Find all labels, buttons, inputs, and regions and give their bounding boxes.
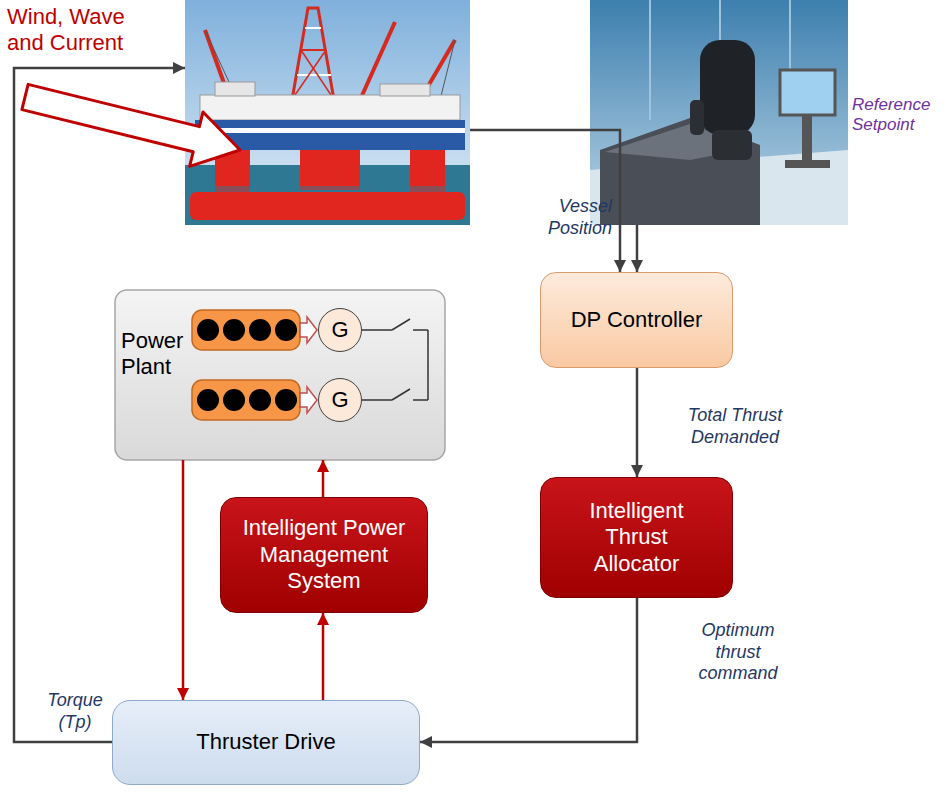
connector-arrow — [182, 460, 185, 700]
connector-arrow — [636, 368, 639, 477]
console-node: Reference Setpoint — [590, 0, 848, 225]
rig-illustration-part — [440, 40, 455, 100]
wind-force-arrow-part — [22, 84, 240, 166]
rig-illustration-part — [301, 50, 331, 95]
rig-illustration — [185, 0, 470, 225]
outside-label: Wind, Wave and Current — [7, 4, 147, 57]
diesel-engine-part — [192, 310, 300, 350]
generator-circle: G — [318, 308, 362, 352]
rig-illustration-part — [295, 50, 326, 95]
shaft-arrow-part — [300, 317, 317, 343]
breaker-switch-part — [362, 399, 392, 401]
connector-arrow — [322, 613, 325, 700]
process-box: Intelligent Thrust Allocator — [540, 477, 733, 598]
breaker-switch — [362, 319, 428, 400]
diesel-engine-part — [275, 389, 297, 411]
rig-illustration-part — [200, 95, 460, 120]
console-illustration-part — [785, 160, 830, 168]
process-box: DP Controller — [540, 272, 733, 368]
signal-label: Torque (Tp) — [40, 690, 110, 733]
signal-label: Total Thrust Demanded — [675, 405, 795, 448]
rig-illustration-part — [185, 0, 470, 225]
console-illustration-part — [802, 115, 812, 165]
breaker-switch-part — [413, 399, 428, 401]
diesel-engine-part — [275, 319, 297, 341]
connector-arrow — [420, 598, 637, 742]
connector-arrow — [322, 460, 325, 497]
diesel-engine-part — [249, 389, 271, 411]
diesel-engine-part — [197, 319, 219, 341]
outside-label: Reference Setpoint — [852, 95, 940, 136]
node-text: Intelligent Power Management System — [228, 515, 420, 594]
diesel-engine-part — [197, 389, 219, 411]
diesel-engine-part — [249, 319, 271, 341]
breaker-switch-part — [362, 329, 392, 331]
rig-illustration-part — [380, 84, 430, 96]
outside-label: Power Plant — [121, 328, 189, 381]
shaft-arrow-part — [300, 387, 317, 413]
node-text: Thruster Drive — [196, 729, 335, 755]
node-text: G — [331, 317, 348, 343]
rig-illustration-part — [300, 150, 360, 190]
signal-label: Optimum thrust command — [688, 620, 788, 685]
rig-illustration-part — [215, 82, 255, 96]
diesel-engine-part — [223, 319, 245, 341]
console-illustration-part — [590, 0, 848, 225]
console-illustration-part — [780, 70, 835, 115]
rig-illustration-part — [301, 49, 326, 51]
generator-circle: G — [318, 378, 362, 422]
rig-node: Wind, Wave and Current — [185, 0, 470, 225]
rig-illustration-part — [305, 27, 321, 29]
power-plant-housing — [115, 290, 445, 460]
connector-arrow — [470, 130, 620, 272]
breaker-switch-part — [413, 329, 428, 331]
node-text: Intelligent Thrust Allocator — [562, 498, 712, 577]
rig-illustration-part — [297, 74, 331, 76]
rig-illustration-part — [185, 186, 470, 192]
connector-arrow — [636, 225, 639, 272]
shaft-arrow — [300, 317, 317, 413]
power-plant-housing-part — [115, 290, 445, 460]
console-illustration-part — [690, 100, 704, 135]
node-text: DP Controller — [571, 307, 703, 333]
process-box: Thruster Drive — [112, 700, 420, 785]
rig-illustration-part — [195, 128, 465, 133]
process-box: Intelligent Power Management System — [220, 497, 428, 613]
breaker-switch-part — [392, 319, 410, 330]
rig-illustration-part — [292, 8, 334, 100]
diesel-engine-part — [223, 389, 245, 411]
node-text: G — [331, 387, 348, 413]
diesel-engine-part — [192, 380, 300, 420]
console-illustration-part — [712, 130, 752, 160]
console-illustration — [590, 0, 848, 225]
signal-label: Vessel Position — [532, 196, 612, 239]
diesel-engine — [192, 310, 300, 420]
rig-illustration-part — [190, 192, 465, 220]
wind-force-arrow — [22, 84, 240, 166]
connector-arrow — [14, 68, 185, 742]
breaker-switch-part — [427, 330, 429, 400]
power-plant-box: Power PlantGG — [115, 290, 445, 460]
console-illustration-part — [600, 118, 760, 225]
console-illustration-part — [649, 0, 651, 120]
breaker-switch-part — [392, 389, 410, 400]
console-illustration-part — [700, 40, 755, 135]
